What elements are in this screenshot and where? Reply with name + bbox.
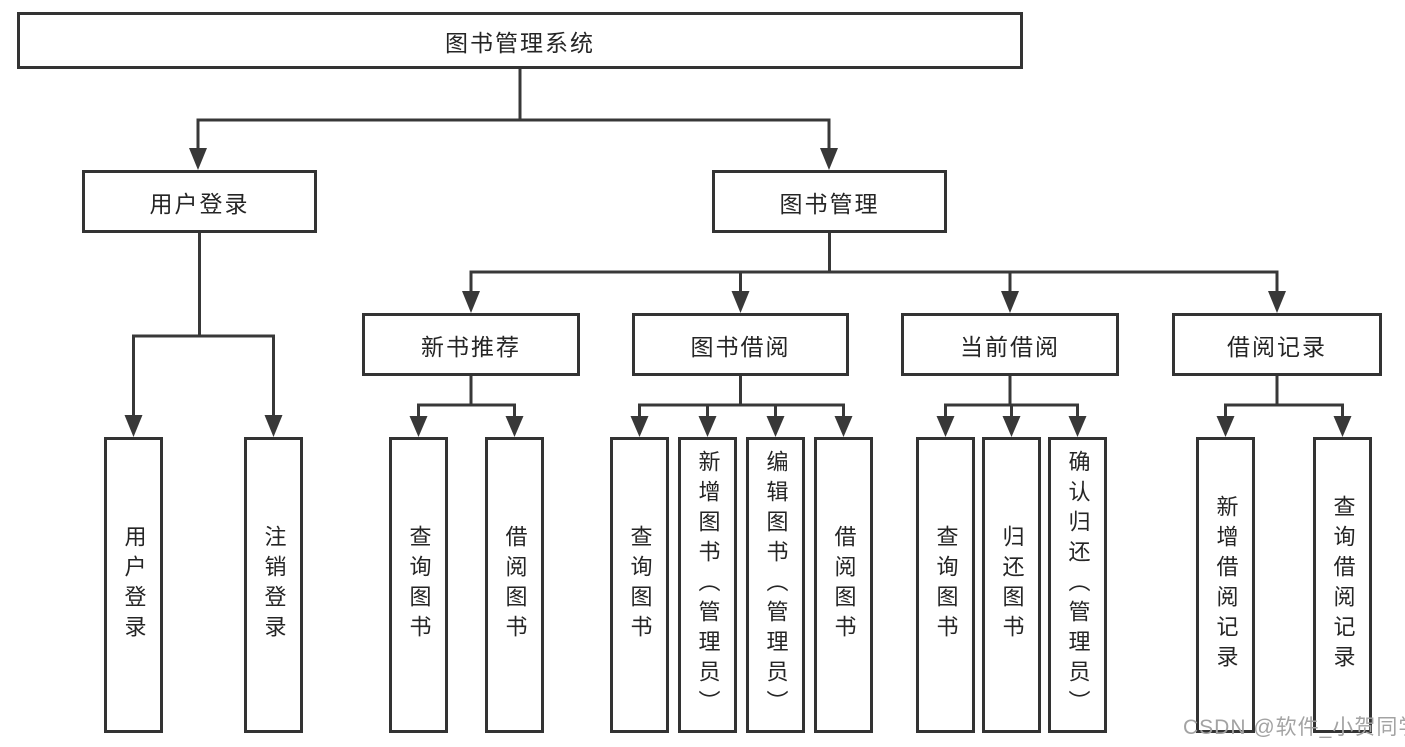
leaf-query-books-3-label: 查询图书 (933, 525, 959, 645)
node-borrowing-records: 借阅记录 (1172, 313, 1382, 376)
node-book-borrowing-label: 图书借阅 (690, 333, 791, 360)
node-root-system: 图书管理系统 (17, 12, 1023, 69)
leaf-query-books-1-label: 查询图书 (406, 525, 432, 645)
leaf-add-borrow-record-label: 新增借阅记录 (1213, 495, 1239, 675)
leaf-user-login: 用户登录 (104, 437, 163, 733)
leaf-add-books-admin: 新增图书（管理员） (678, 437, 737, 733)
leaf-query-books-2: 查询图书 (610, 437, 669, 733)
node-book-borrowing: 图书借阅 (632, 313, 849, 376)
node-user-login-label: 用户登录 (149, 190, 250, 217)
node-book-management: 图书管理 (712, 170, 947, 233)
leaf-return-books: 归还图书 (982, 437, 1041, 733)
leaf-edit-books-admin: 编辑图书（管理员） (746, 437, 805, 733)
leaf-confirm-return-admin-label: 确认归还（管理员） (1065, 450, 1091, 720)
node-book-management-label: 图书管理 (779, 190, 880, 217)
arrow-down-icon (630, 416, 649, 437)
connector-book-mgmt-stems (739, 272, 1012, 296)
connector-records-crossbar (1224, 403, 1344, 421)
arrow-down-icon (189, 148, 207, 170)
arrow-down-icon (1216, 416, 1235, 437)
arrow-down-icon (409, 416, 428, 437)
node-new-book-recommend-label: 新书推荐 (421, 333, 521, 360)
leaf-query-borrow-record-label: 查询借阅记录 (1330, 495, 1356, 675)
arrow-down-icon (1333, 416, 1352, 437)
leaf-query-books-1: 查询图书 (389, 437, 448, 733)
connector-user-login-crossbar (132, 334, 275, 420)
leaf-add-books-admin-label: 新增图书（管理员） (695, 450, 721, 720)
leaf-edit-books-admin-label: 编辑图书（管理员） (763, 450, 789, 720)
arrow-down-icon (1268, 291, 1286, 313)
arrow-down-icon (936, 416, 955, 437)
arrow-down-icon (698, 416, 717, 437)
leaf-logout: 注销登录 (244, 437, 303, 733)
arrow-down-icon (820, 148, 838, 170)
arrow-down-icon (462, 291, 480, 313)
node-new-book-recommend: 新书推荐 (362, 313, 580, 376)
connector-new-book-crossbar (417, 403, 516, 421)
csdn-watermark: CSDN @软件_小贺同学 (1183, 716, 1405, 739)
connector-book-mgmt-crossbar (469, 270, 1279, 296)
leaf-query-borrow-record: 查询借阅记录 (1313, 437, 1372, 733)
leaf-confirm-return-admin: 确认归还（管理员） (1048, 437, 1107, 733)
arrow-down-icon (731, 291, 750, 313)
arrow-down-icon (1068, 416, 1087, 437)
node-user-login: 用户登录 (82, 170, 317, 233)
connector-book-borrow-crossbar (638, 403, 845, 421)
node-borrowing-records-label: 借阅记录 (1227, 333, 1327, 360)
arrow-down-icon (1002, 416, 1021, 437)
arrow-down-icon (505, 416, 524, 437)
arrow-down-icon (834, 416, 853, 437)
arrow-down-icon (264, 415, 283, 437)
leaf-return-books-label: 归还图书 (999, 525, 1025, 645)
arrow-down-icon (1001, 291, 1019, 313)
leaf-borrow-books-2: 借阅图书 (814, 437, 873, 733)
node-current-borrowing-label: 当前借阅 (960, 333, 1060, 360)
leaf-query-books-2-label: 查询图书 (627, 525, 653, 645)
leaf-borrow-books-2-label: 借阅图书 (831, 525, 857, 645)
arrow-down-icon (124, 415, 143, 437)
leaf-borrow-books-1: 借阅图书 (485, 437, 544, 733)
connector-book-borrow-stems (706, 405, 777, 421)
leaf-add-borrow-record: 新增借阅记录 (1196, 437, 1255, 733)
leaf-borrow-books-1-label: 借阅图书 (502, 525, 528, 645)
leaf-logout-label: 注销登录 (261, 525, 287, 645)
connector-root-crossbar (196, 118, 831, 152)
leaf-query-books-3: 查询图书 (916, 437, 975, 733)
node-root-label: 图书管理系统 (445, 29, 595, 56)
leaf-user-login-label: 用户登录 (121, 525, 147, 645)
node-current-borrowing: 当前借阅 (901, 313, 1119, 376)
arrow-down-icon (766, 416, 785, 437)
